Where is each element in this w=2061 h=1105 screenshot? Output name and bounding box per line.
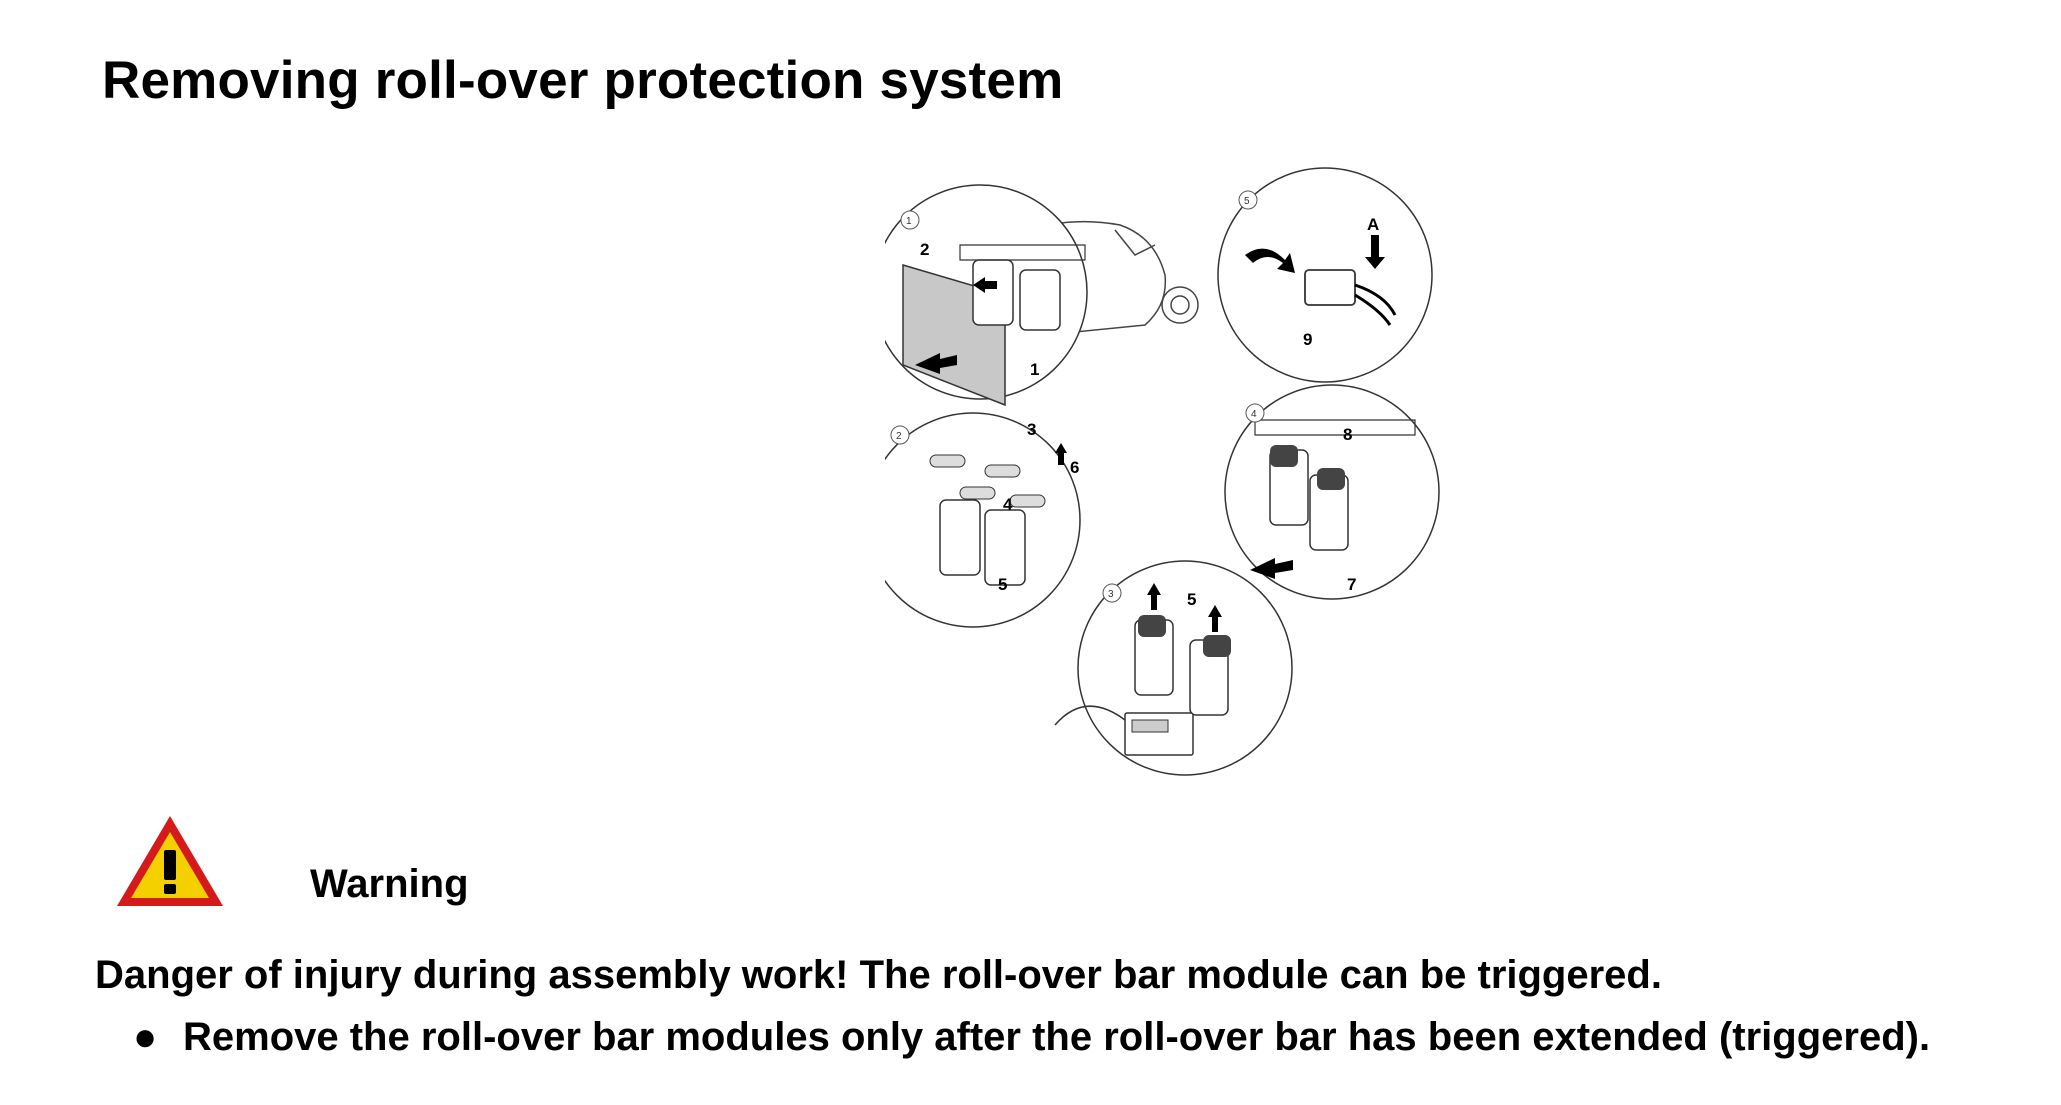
callout-label: 5 [1187,590,1196,609]
detail-5-step: 5 [1244,196,1250,207]
callout-label: 3 [1027,420,1036,439]
callout-label: 1 [1030,360,1039,379]
callout-label: 2 [920,240,929,259]
callout-label: 4 [1003,495,1013,514]
detail-1-step: 1 [906,216,912,227]
detail-2: 2 3 6 4 5 [885,412,1081,628]
arrow-icon [1250,558,1293,579]
instruction-text: Remove the roll-over bar modules only af… [183,1015,1931,1059]
callout-label: 7 [1347,575,1356,594]
detail-3: 3 5 [1054,560,1293,776]
callout-label: 9 [1303,330,1312,349]
danger-text: Danger of injury during assembly work! T… [95,953,1662,997]
detail-5: 5 A 9 [1217,167,1433,383]
callout-label: 6 [1070,458,1079,477]
arrow-icon [1147,583,1161,610]
page-title: Removing roll-over protection system [102,51,1064,110]
warning-triangle-icon [113,812,227,912]
arrow-icon [1208,605,1222,632]
callout-label: 8 [1343,425,1352,444]
bullet-icon: ● [133,1015,158,1059]
warning-label: Warning [310,862,469,906]
detail-2-step: 2 [896,431,902,442]
arrow-icon [1055,443,1067,465]
arrow-icon [1365,235,1385,269]
callout-label: 5 [998,575,1007,594]
detail-4: 4 8 7 [1224,384,1440,600]
detail-3-step: 3 [1108,589,1114,600]
procedure-illustration: 1 2 1 5 A 9 2 [885,165,1440,785]
callout-label: A [1367,215,1379,234]
detail-1: 1 2 1 [885,184,1088,407]
arrow-icon [973,277,997,293]
detail-4-step: 4 [1251,409,1257,420]
arrow-icon [915,353,957,374]
instruction-list-item: ● Remove the roll-over bar modules only a… [133,1015,1930,1060]
curved-arrow-icon [1245,248,1295,273]
